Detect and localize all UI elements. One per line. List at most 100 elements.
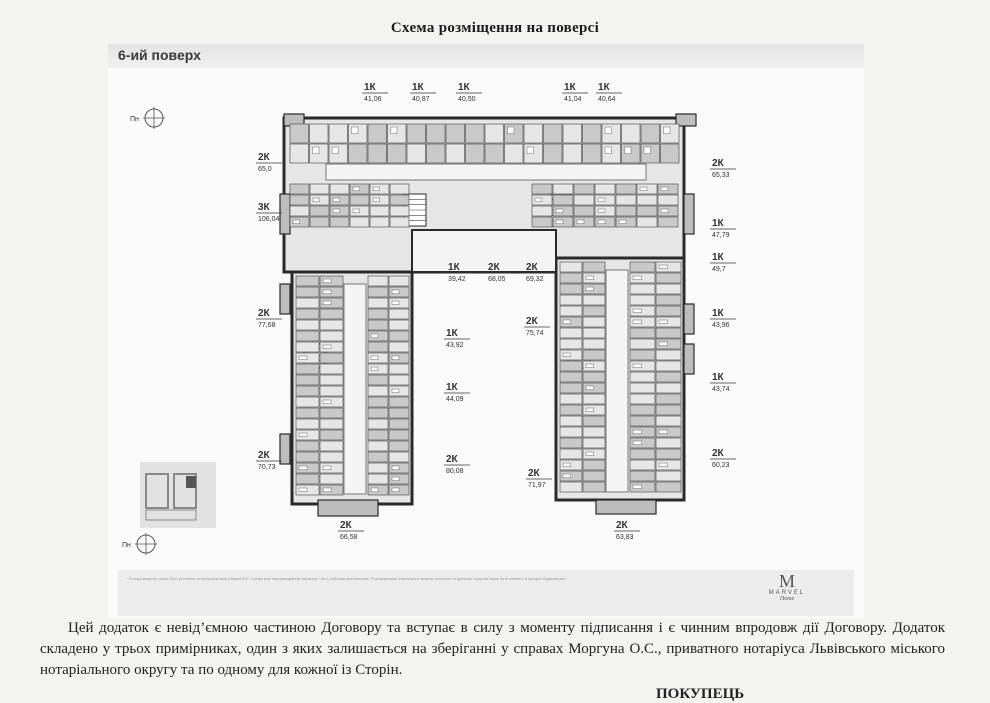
fixture bbox=[555, 208, 564, 213]
fixture bbox=[632, 275, 642, 280]
room bbox=[582, 294, 606, 306]
room bbox=[629, 404, 656, 416]
unit-type: 2К bbox=[446, 454, 459, 465]
fixture bbox=[391, 476, 400, 481]
room bbox=[367, 385, 389, 397]
room bbox=[295, 374, 320, 386]
unit-type: 1К bbox=[712, 218, 725, 229]
room bbox=[636, 194, 658, 206]
room bbox=[629, 316, 656, 328]
fixture bbox=[372, 186, 380, 191]
logo-sub: Home bbox=[779, 596, 795, 602]
room bbox=[295, 308, 320, 320]
room bbox=[573, 205, 595, 217]
fixture bbox=[632, 363, 642, 368]
fixture bbox=[507, 126, 515, 134]
room bbox=[309, 205, 330, 217]
unit-area: 40,50 bbox=[458, 96, 476, 103]
room bbox=[319, 429, 344, 441]
room bbox=[388, 275, 410, 287]
room bbox=[319, 440, 344, 452]
room bbox=[445, 123, 465, 144]
room bbox=[629, 327, 656, 339]
fixture bbox=[660, 208, 669, 213]
fixture bbox=[391, 300, 400, 305]
room bbox=[388, 319, 410, 331]
room bbox=[388, 308, 410, 320]
fixture bbox=[585, 385, 594, 390]
fixture bbox=[585, 286, 594, 291]
room bbox=[629, 371, 656, 383]
fixture bbox=[370, 366, 379, 371]
fixture bbox=[391, 487, 400, 492]
room bbox=[655, 261, 682, 273]
room bbox=[655, 338, 682, 350]
room bbox=[319, 484, 344, 496]
unit-area: 49,7 bbox=[712, 266, 726, 273]
unit-area: 41,06 bbox=[364, 96, 382, 103]
room bbox=[369, 216, 390, 228]
annex-paragraph: Цей додаток є невід’ємною частиною Догов… bbox=[40, 620, 945, 678]
room bbox=[367, 286, 389, 298]
room bbox=[388, 341, 410, 353]
room bbox=[367, 374, 389, 386]
room bbox=[655, 459, 682, 471]
fixture bbox=[322, 278, 332, 283]
room bbox=[562, 143, 582, 164]
unit-area: 43,74 bbox=[712, 386, 730, 393]
unit-type: 1К bbox=[412, 82, 425, 93]
fixture bbox=[370, 487, 379, 492]
unit-area: 40,87 bbox=[412, 96, 430, 103]
right-corridor bbox=[605, 269, 629, 493]
balcony bbox=[595, 499, 657, 515]
fixture bbox=[312, 146, 320, 154]
unit-area: 66,58 bbox=[340, 534, 358, 541]
unit-type: 1К bbox=[364, 82, 377, 93]
room bbox=[426, 123, 446, 144]
fixture bbox=[526, 146, 534, 154]
room bbox=[319, 341, 344, 353]
room bbox=[309, 216, 330, 228]
room bbox=[582, 349, 606, 361]
fixture bbox=[597, 208, 606, 213]
room bbox=[559, 283, 583, 295]
room bbox=[582, 283, 606, 295]
plan-footer: * Площа квартир може бути уточнена за ре… bbox=[118, 570, 854, 616]
unit-type: 2К bbox=[712, 448, 725, 459]
room bbox=[559, 316, 583, 328]
fixture bbox=[585, 275, 594, 280]
room bbox=[388, 429, 410, 441]
fixture bbox=[660, 186, 669, 191]
room bbox=[582, 426, 606, 438]
room bbox=[388, 374, 410, 386]
unit-area: 40,64 bbox=[598, 96, 616, 103]
room bbox=[629, 349, 656, 361]
room bbox=[562, 123, 582, 144]
room bbox=[655, 393, 682, 405]
room bbox=[295, 440, 320, 452]
fixture bbox=[298, 487, 308, 492]
north-compass-icon: Пн bbox=[122, 533, 157, 555]
room bbox=[655, 426, 682, 438]
page-title: Схема розміщення на поверсі bbox=[390, 20, 600, 36]
room bbox=[389, 205, 410, 217]
room bbox=[559, 382, 583, 394]
fixture bbox=[391, 388, 400, 393]
room bbox=[319, 374, 344, 386]
room bbox=[465, 143, 485, 164]
room bbox=[615, 205, 637, 217]
room bbox=[319, 319, 344, 331]
fixture bbox=[352, 186, 360, 191]
unit-area: 77,68 bbox=[258, 322, 276, 329]
room bbox=[582, 448, 606, 460]
room bbox=[319, 297, 344, 309]
unit-type: 2К bbox=[258, 152, 271, 163]
floor-plan-drawing: 1К41,061К40,871К40,501К41,041К40,642К65,… bbox=[122, 82, 736, 555]
